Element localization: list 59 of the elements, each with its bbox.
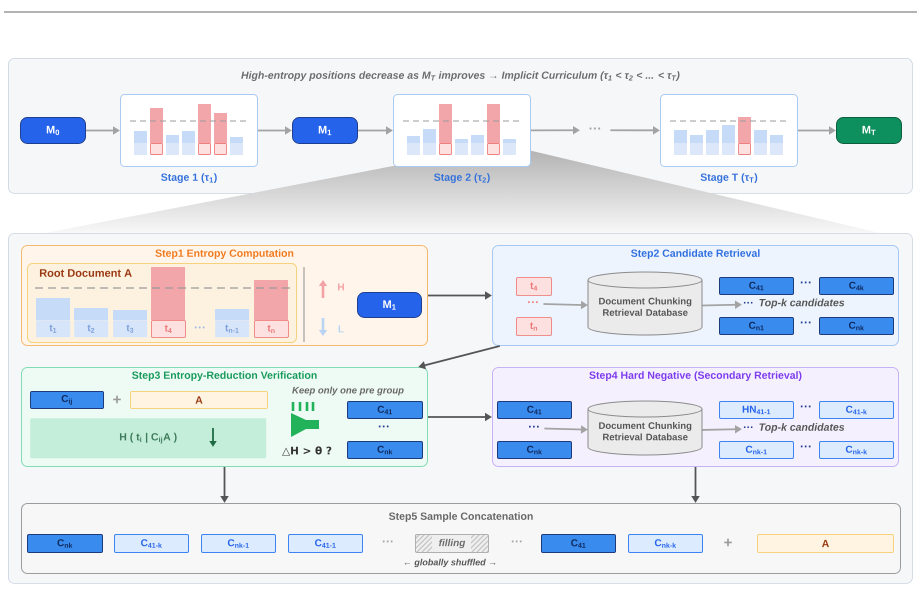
candidate-box: C$_{nk-1}$: [201, 534, 276, 553]
candidate-box: C$_{nk-k}$: [628, 534, 703, 553]
model-box: M$_{0}$: [20, 117, 86, 144]
ellipsis: ···: [194, 326, 205, 328]
candidate-box: C$_{nk}$: [27, 534, 103, 553]
node-label: Stage 1 (τ$_{1}$): [161, 173, 217, 184]
document-box: A: [757, 534, 894, 553]
candidate-box: C$_{41-k}$: [819, 401, 894, 419]
node-label: Stage 2 (τ$_{2}$): [434, 173, 490, 184]
ellipsis: ···: [800, 406, 810, 408]
token-cell: t$_{n}$: [254, 320, 289, 338]
ellipsis: ···: [800, 282, 810, 284]
note-text: Keep only one pre group: [292, 386, 404, 396]
document-box: A: [130, 391, 268, 409]
candidate-box: C$_{41-k}$: [114, 534, 189, 553]
node-label: Stage T (τ$_{T}$): [700, 173, 758, 184]
candidate-box: C$_{nk-1}$: [719, 441, 794, 459]
candidate-box: C$_{4k}$: [819, 277, 894, 295]
model-box: M$_{1}$: [292, 117, 358, 144]
token-cell: t$_{3}$: [113, 320, 148, 338]
ellipsis: ···: [800, 322, 810, 324]
candidate-box: C$_{nk-k}$: [819, 441, 894, 459]
level-label: H: [338, 284, 344, 290]
token-cell: t$_{1}$: [36, 320, 70, 338]
candidate-box: C$_{nk}$: [819, 317, 894, 335]
model-box: M$_{1}$: [357, 292, 422, 318]
candidate-box: C$_{41}$: [497, 401, 572, 419]
candidate-box: C$_{41}$: [347, 401, 423, 419]
filling-box: filling: [415, 534, 489, 553]
plus-sign: +: [113, 396, 121, 404]
entropy-band: H ( t$_{i}$ | C$_{ij}$A ): [30, 418, 266, 458]
candidate-box: HN$_{41-1}$: [719, 401, 794, 419]
plus-sign: +: [724, 538, 732, 546]
ellipsis: ···: [590, 128, 600, 130]
candidate-box: C$_{nk}$: [347, 441, 423, 459]
token-cell: t$_{n-1}$: [215, 320, 250, 338]
candidates-label: ··· Top-k candidates: [744, 298, 844, 308]
token-cell: t$_{2}$: [74, 320, 108, 338]
model-box: M$_{T}$: [836, 117, 902, 144]
level-label: L: [338, 326, 344, 332]
database-cylinder: Document Chunking Retrieval Database: [588, 272, 702, 336]
candidate-box: C$_{41}$: [541, 534, 616, 553]
database-cylinder: Document Chunking Retrieval Database: [588, 400, 702, 456]
ellipsis: ···: [512, 540, 522, 542]
candidate-box: C$_{nk}$: [497, 441, 572, 459]
ellipsis: ···: [529, 426, 539, 428]
ellipsis: ···: [378, 426, 389, 428]
condition-text: △H > θ ?: [282, 446, 332, 456]
candidate-box: C$_{41-1}$: [288, 534, 363, 553]
token-cell: t$_{4}$: [151, 320, 186, 338]
candidate-box: C$_{n1}$: [719, 317, 794, 335]
ellipsis: ···: [800, 446, 810, 448]
candidate-box: C$_{ij}$: [30, 391, 104, 409]
ellipsis: ···: [528, 301, 538, 304]
candidate-box: C$_{41}$: [719, 277, 794, 295]
candidates-label: ··· Top-k candidates: [744, 423, 844, 433]
token-cell: t$_{4}$: [516, 277, 552, 296]
token-cell: t$_{n}$: [516, 317, 552, 336]
ellipsis: ···: [382, 540, 393, 542]
